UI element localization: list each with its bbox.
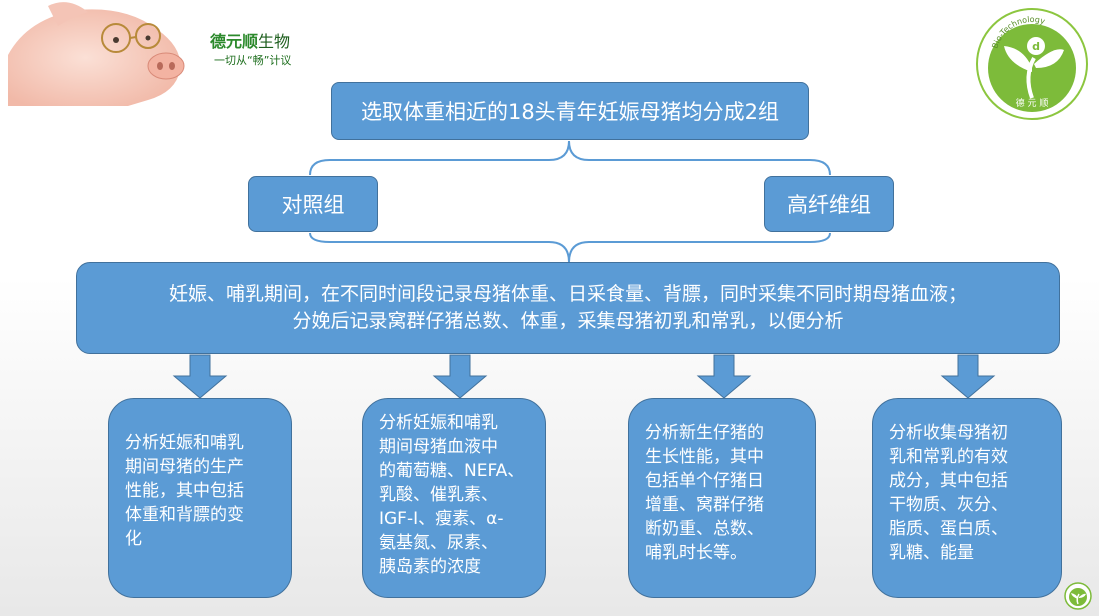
pig-illustration [8, 2, 185, 106]
arrow-3 [696, 354, 752, 399]
brand-name-suffix: 生物 [258, 32, 291, 51]
brand-name: 德元顺生物 [210, 28, 290, 52]
procedure-line-1: 妊娠、哺乳期间，在不同时间段记录母猪体重、日采食量、背膘，同时采集不同时期母猪血… [168, 283, 967, 305]
selection-box: 选取体重相近的18头青年妊娠母猪均分成2组 [331, 82, 809, 140]
procedure-box: 妊娠、哺乳期间，在不同时间段记录母猪体重、日采食量、背膘，同时采集不同时期母猪血… [76, 262, 1060, 354]
arrow-4 [940, 354, 996, 399]
control-group-box: 对照组 [248, 176, 378, 232]
outcome-box-sow-performance: 分析妊娠和哺乳 期间母猪的生产 性能，其中包括 体重和背膘的变 化 [108, 398, 292, 598]
arrow-2 [432, 354, 488, 399]
brand-name-main: 德元顺 [210, 32, 259, 51]
outcome-box-milk-analysis: 分析收集母猪初 乳和常乳的有效 成分，其中包括 干物质、灰分、 脂质、蛋白质、 … [872, 398, 1062, 598]
slogan: 一切从“畅”计议 [214, 54, 292, 67]
corner-logo-icon [1064, 582, 1092, 610]
outcome-box-piglet-growth: 分析新生仔猪的 生长性能，其中 包括单个仔猪日 增重、窝群仔猪 断奶重、总数、 … [628, 398, 816, 598]
procedure-line-2: 分娩后记录窝群仔猪总数、体重，采集母猪初乳和常乳，以便分析 [292, 310, 844, 332]
arrow-1 [172, 354, 228, 399]
logo-chars: 德 元 顺 [1016, 97, 1049, 109]
outcome-box-blood-analysis: 分析妊娠和哺乳 期间母猪血液中 的葡萄糖、NEFA、 乳酸、催乳素、 IGF-I… [362, 398, 546, 598]
high-fiber-group-box: 高纤维组 [764, 176, 894, 232]
company-logo: Bio-Technology d 德 元 顺 [976, 8, 1088, 120]
svg-text:d: d [1032, 40, 1040, 53]
